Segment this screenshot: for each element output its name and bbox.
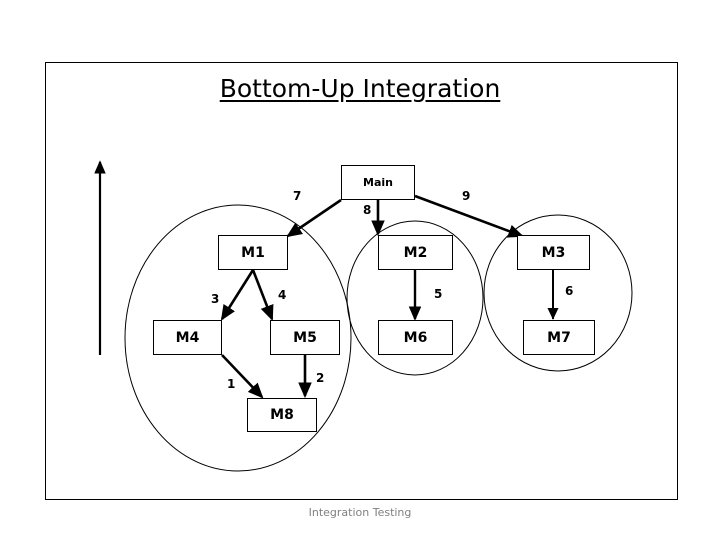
module-label-m5: M5	[293, 329, 317, 346]
edge-label-m5-m8: 2	[316, 371, 325, 385]
edge-label-m2-m6: 5	[434, 287, 443, 301]
module-label-m1: M1	[241, 244, 265, 261]
module-label-m6: M6	[403, 329, 428, 346]
edge-label-m4-m8: 1	[227, 377, 236, 391]
edge-label-main-m2: 8	[363, 203, 372, 217]
module-box-m1[interactable]: M1	[218, 235, 288, 270]
edge-label-m1-m4: 3	[211, 292, 220, 306]
module-box-m3[interactable]: M3	[517, 235, 590, 270]
module-box-m7[interactable]: M7	[523, 320, 595, 355]
module-box-m8[interactable]: M8	[247, 398, 317, 432]
module-label-m2: M2	[403, 244, 428, 261]
module-box-main[interactable]: Main	[341, 165, 415, 200]
module-box-m4[interactable]: M4	[153, 320, 222, 355]
module-label-m7: M7	[547, 329, 571, 346]
module-box-m2[interactable]: M2	[378, 235, 453, 270]
module-box-m5[interactable]: M5	[270, 320, 340, 355]
page-title: Bottom-Up Integration	[219, 74, 501, 103]
edge-label-m3-m7: 6	[565, 284, 574, 298]
edge-label-m1-m5: 4	[278, 288, 287, 302]
footer-label: Integration Testing	[308, 506, 412, 519]
module-label-m8: M8	[270, 407, 294, 423]
slide-frame	[45, 62, 678, 500]
edge-label-main-m3: 9	[462, 189, 471, 203]
module-label-main: Main	[363, 176, 393, 189]
module-box-m6[interactable]: M6	[378, 320, 453, 355]
module-label-m4: M4	[175, 329, 200, 346]
module-label-m3: M3	[541, 244, 566, 261]
edge-label-main-m1: 7	[293, 189, 302, 203]
